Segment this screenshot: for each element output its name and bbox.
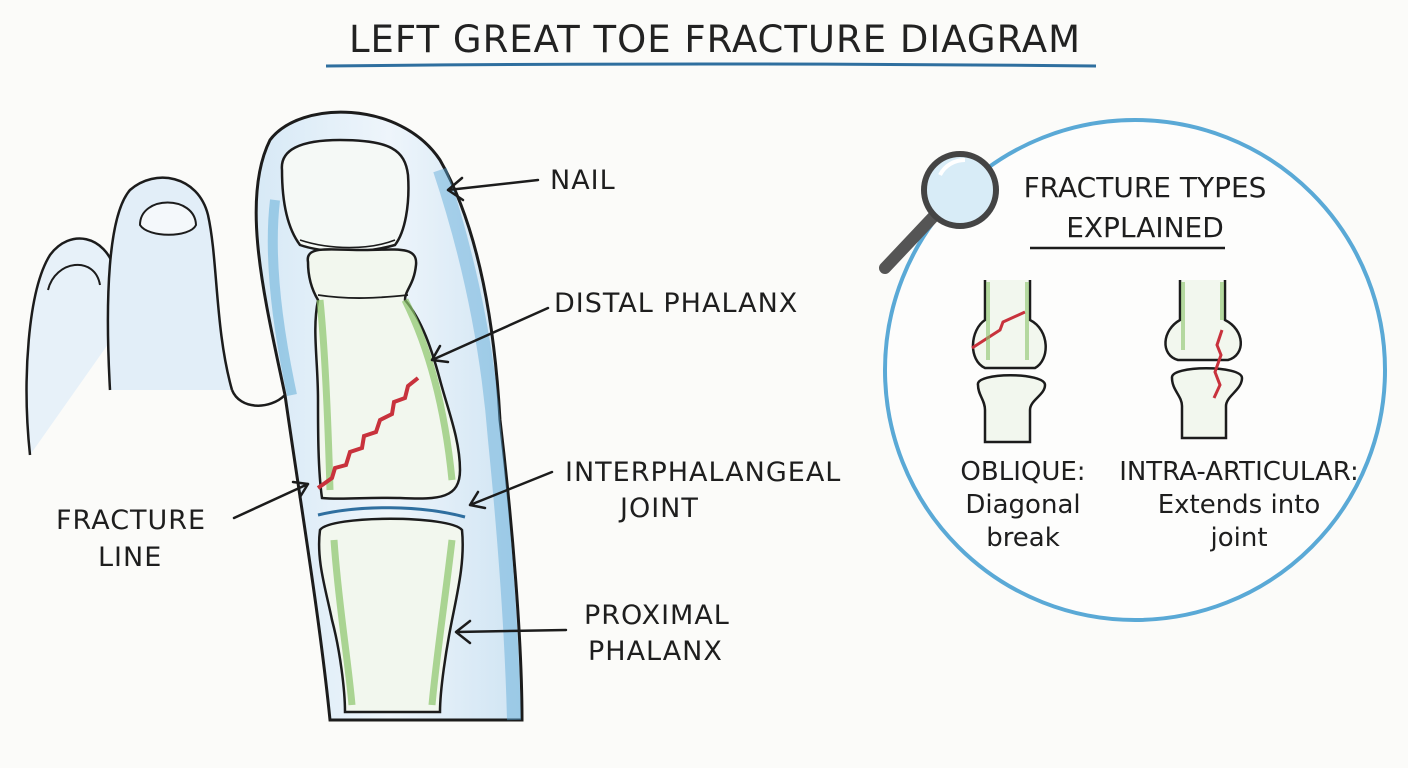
title-underline [325,62,1097,68]
type-oblique: OBLIQUE: Diagonal break [948,456,1098,555]
type-intra-articular-desc-line2: joint [1210,523,1268,553]
oblique-bone-illustration [971,280,1047,444]
magnifier-icon [879,151,999,274]
type-intra-articular: INTRA-ARTICULAR: Extends into joint [1114,456,1364,555]
nail [280,138,410,253]
page-title: LEFT GREAT TOE FRACTURE DIAGRAM [348,18,1082,61]
label-proximal-line2: PHALANX [588,636,723,667]
label-fracture-line2: LINE [98,542,163,573]
arrow-proximal [454,619,568,645]
label-fracture-line1: FRACTURE [56,505,207,536]
pointer-arrows [232,176,568,645]
label-nail: NAIL [550,165,616,196]
distal-phalanx [306,248,462,500]
type-intra-articular-name: INTRA-ARTICULAR: [1119,457,1359,487]
panel-title: FRACTURE TYPES EXPLAINED [1000,168,1290,248]
label-proximal-line1: PROXIMAL [584,600,730,631]
label-interphalangeal-line2: JOINT [620,493,699,524]
panel-title-line1: FRACTURE TYPES [1023,171,1267,204]
great-toe [254,110,524,722]
label-distal-phalanx: DISTAL PHALANX [554,288,799,319]
type-oblique-name: OBLIQUE: [960,457,1086,487]
type-oblique-desc-line2: break [986,523,1060,553]
joint-gap [317,506,466,519]
small-toes [25,176,286,456]
type-intra-articular-desc-line1: Extends into [1157,490,1321,520]
label-interphalangeal-line1: INTERPHALANGEAL [565,457,842,488]
arrow-nail [446,176,540,202]
panel-title-line2: EXPLAINED [1066,211,1224,244]
arrow-distal [430,306,550,364]
arrow-interphalangeal [468,470,554,510]
fracture-line [316,376,420,490]
proximal-phalanx [317,517,464,714]
fracture-types-panel [883,118,1387,622]
arrow-fracture [232,480,310,520]
type-oblique-desc-line1: Diagonal [965,490,1081,520]
intra-articular-bone-illustration [1164,280,1244,440]
